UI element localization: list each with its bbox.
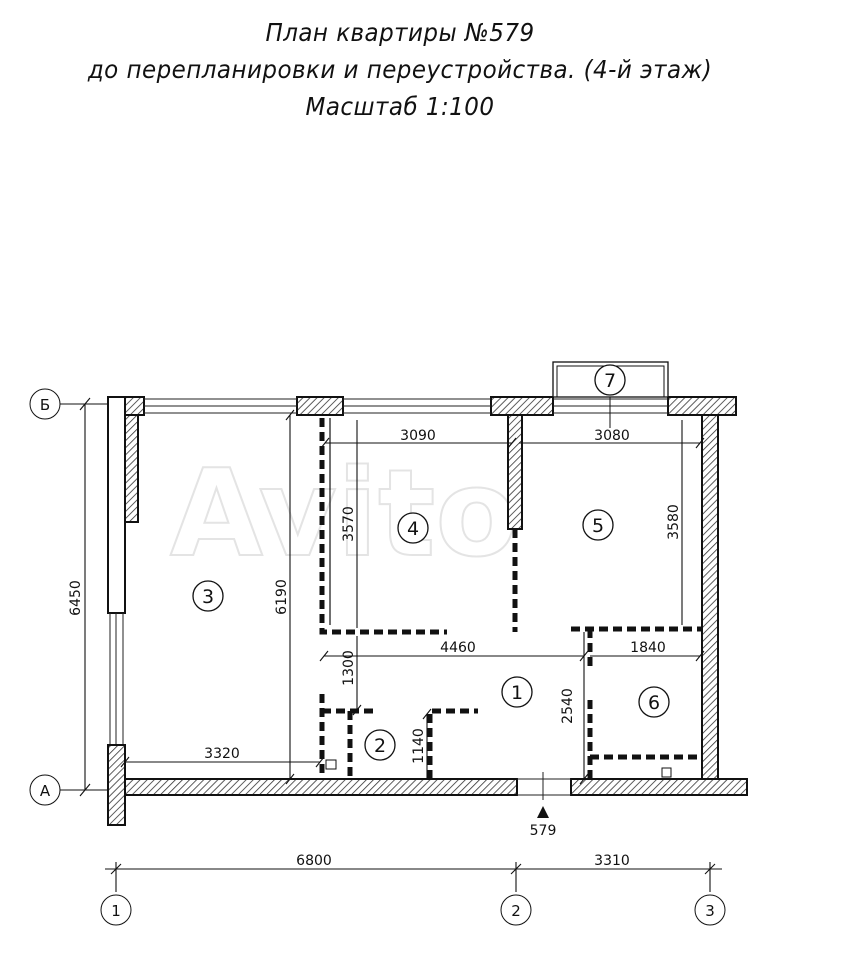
svg-text:3: 3	[202, 586, 214, 608]
room-marker-6: 6	[638, 686, 670, 718]
dim-hall-height: 1300	[341, 650, 357, 686]
entrance-door	[517, 772, 571, 800]
room-marker-4: 4	[397, 512, 429, 544]
fixture-room6	[661, 767, 672, 778]
title-line-3: Масштаб 1:100	[305, 92, 495, 121]
partitions	[319, 418, 702, 779]
room-marker-3: 3	[192, 580, 224, 612]
dimension-lines	[60, 397, 722, 892]
svg-text:6: 6	[648, 692, 660, 714]
title-line-2: до перепланировки и переустройства. (4-й…	[87, 55, 713, 84]
top-wall-pier-2	[490, 396, 554, 416]
title-line-1: План квартиры №579	[265, 18, 535, 47]
dim-room3-width: 3320	[204, 746, 240, 762]
dim-room4-width: 3090	[400, 428, 436, 444]
bottom-wall-left	[124, 778, 518, 796]
dim-hall-width: 4460	[440, 640, 476, 656]
dim-overall-height: 6450	[68, 580, 84, 616]
axis-bubble-2: 2	[500, 894, 532, 926]
axis-bubble-1: 1	[100, 894, 132, 926]
top-wall-pier-1	[296, 396, 344, 416]
svg-text:3: 3	[705, 902, 715, 920]
top-window-2	[343, 398, 491, 414]
dim-axis-1-2: 6800	[296, 853, 332, 869]
svg-text:1: 1	[511, 682, 523, 704]
bottom-wall-right	[570, 778, 748, 796]
interior-wall-4-5	[507, 414, 523, 530]
svg-text:1: 1	[111, 902, 121, 920]
plan-title: План квартиры №579 до перепланировки и п…	[0, 14, 800, 125]
dim-axis-2-3: 3310	[594, 853, 630, 869]
svg-text:4: 4	[407, 518, 419, 540]
room-marker-7: 7	[594, 364, 626, 428]
dim-room2-height: 1140	[411, 728, 427, 764]
dim-room5-height: 3580	[666, 504, 682, 540]
dim-room4-height: 3570	[341, 506, 357, 542]
svg-text:Б: Б	[40, 396, 50, 414]
dim-room6-width: 1840	[630, 640, 666, 656]
room-marker-1: 1	[501, 676, 533, 708]
entrance-label: 579	[530, 823, 557, 839]
left-wall-lower	[107, 744, 126, 826]
svg-text:А: А	[40, 782, 51, 800]
svg-text:2: 2	[511, 902, 521, 920]
left-window	[109, 613, 124, 745]
dim-room6-height: 2540	[560, 688, 576, 724]
room-marker-2: 2	[364, 729, 396, 761]
axis-bubble-b: Б	[29, 388, 61, 420]
svg-text:5: 5	[592, 515, 604, 537]
top-wall-pier-3	[667, 396, 737, 416]
dim-room5-width: 3080	[594, 428, 630, 444]
top-window-1	[144, 398, 297, 414]
axis-bubble-3: 3	[694, 894, 726, 926]
right-wall	[701, 414, 719, 780]
left-wall-upper	[107, 396, 126, 614]
room-marker-5: 5	[582, 509, 614, 541]
fixture-room2	[325, 759, 337, 770]
entrance-marker: 579	[530, 806, 557, 839]
left-wall-inner-hatch	[124, 414, 139, 523]
dim-room3-height: 6190	[274, 579, 290, 615]
axis-bubble-a: А	[29, 774, 61, 806]
svg-text:2: 2	[374, 735, 386, 757]
svg-text:7: 7	[604, 370, 616, 392]
watermark: Avito	[170, 445, 518, 584]
